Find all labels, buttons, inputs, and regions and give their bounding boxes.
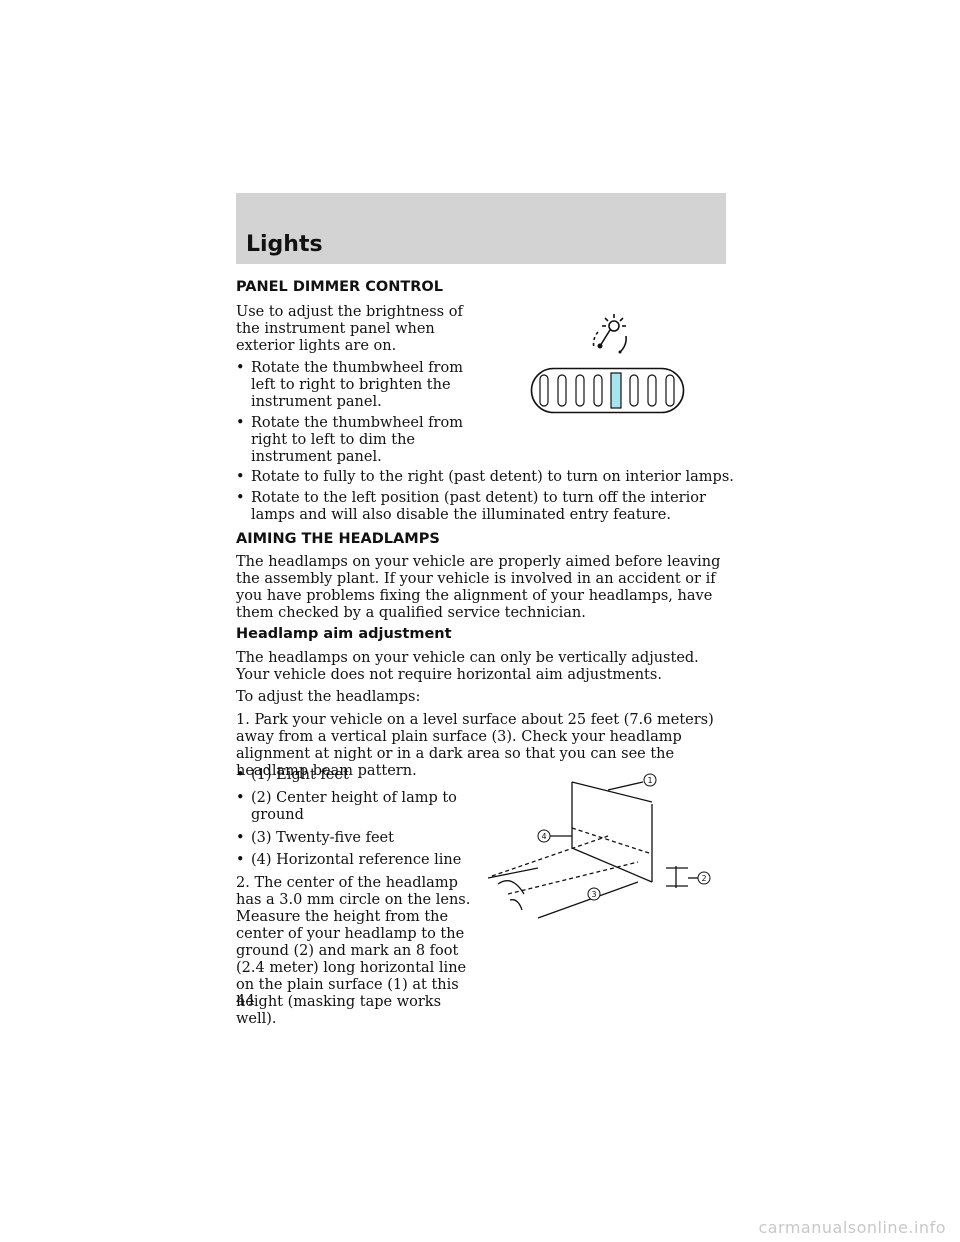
bullet-symbol: • — [236, 415, 245, 431]
section-header-bar — [236, 193, 726, 264]
bullet-symbol: • — [236, 830, 245, 846]
bullet-symbol: • — [236, 767, 245, 783]
section-title: Lights — [246, 232, 323, 257]
list-item: • (1) Eight feet — [236, 767, 466, 784]
step-2-text: 2. The center of the headlamp has a 3.0 … — [236, 875, 471, 1027]
bullet-symbol: • — [236, 852, 245, 868]
bullet-text: Rotate the thumbwheel from right to left… — [251, 415, 463, 465]
bullet-symbol: • — [236, 360, 245, 376]
list-item: • (2) Center height of lamp to ground — [236, 790, 466, 824]
legend-item: (3) Twenty-five feet — [251, 830, 394, 846]
list-item: • (3) Twenty-five feet — [236, 830, 466, 847]
aiming-body: The headlamps on your vehicle are proper… — [236, 554, 721, 621]
thumbwheel-icon — [530, 367, 685, 414]
bullet-text: Rotate to fully to the right (past deten… — [251, 469, 734, 485]
aiming-heading: AIMING THE HEADLAMPS — [236, 531, 440, 547]
list-item: • (4) Horizontal reference line — [236, 852, 466, 869]
bullet-symbol: • — [236, 790, 245, 806]
legend-item: (2) Center height of lamp to ground — [251, 790, 457, 823]
bullet-symbol: • — [236, 490, 245, 506]
step-2-text-a: 2. The center of the headlamp has a 3.0 … — [236, 875, 476, 1028]
headlamp-aim-diagram: 1 2 3 4 — [488, 773, 711, 919]
adjustment-body: The headlamps on your vehicle can only b… — [236, 650, 699, 683]
bullet-symbol: • — [236, 469, 245, 485]
panel-light-icon — [592, 314, 627, 354]
diagram-label-1: 1 — [647, 776, 652, 785]
legend-item: (1) Eight feet — [251, 767, 349, 783]
page-number: 44 — [236, 991, 256, 1009]
bullet-text: Rotate the thumbwheel from left to right… — [251, 360, 463, 410]
diagram-label-3: 3 — [591, 890, 596, 899]
legend-item: (4) Horizontal reference line — [251, 852, 462, 868]
panel-dimmer-intro: Use to adjust the brightness of the inst… — [236, 304, 463, 354]
bullet-text: Rotate to the left position (past detent… — [251, 490, 706, 523]
panel-dimmer-heading: PANEL DIMMER CONTROL — [236, 279, 443, 295]
list-item: • Rotate the thumbwheel from right to le… — [236, 415, 486, 466]
list-item: • Rotate the thumbwheel from left to rig… — [236, 360, 486, 411]
list-item: • Rotate to fully to the right (past det… — [236, 469, 736, 486]
watermark[interactable]: carmanualsonline.info — [758, 1218, 946, 1237]
diagram-label-2: 2 — [701, 874, 706, 883]
list-item: • Rotate to the left position (past dete… — [236, 490, 736, 524]
diagram-label-4: 4 — [541, 832, 546, 841]
to-adjust-text: To adjust the headlamps: — [236, 689, 421, 705]
adjustment-heading: Headlamp aim adjustment — [236, 626, 452, 642]
step-1-text: 1. Park your vehicle on a level surface … — [236, 712, 714, 779]
